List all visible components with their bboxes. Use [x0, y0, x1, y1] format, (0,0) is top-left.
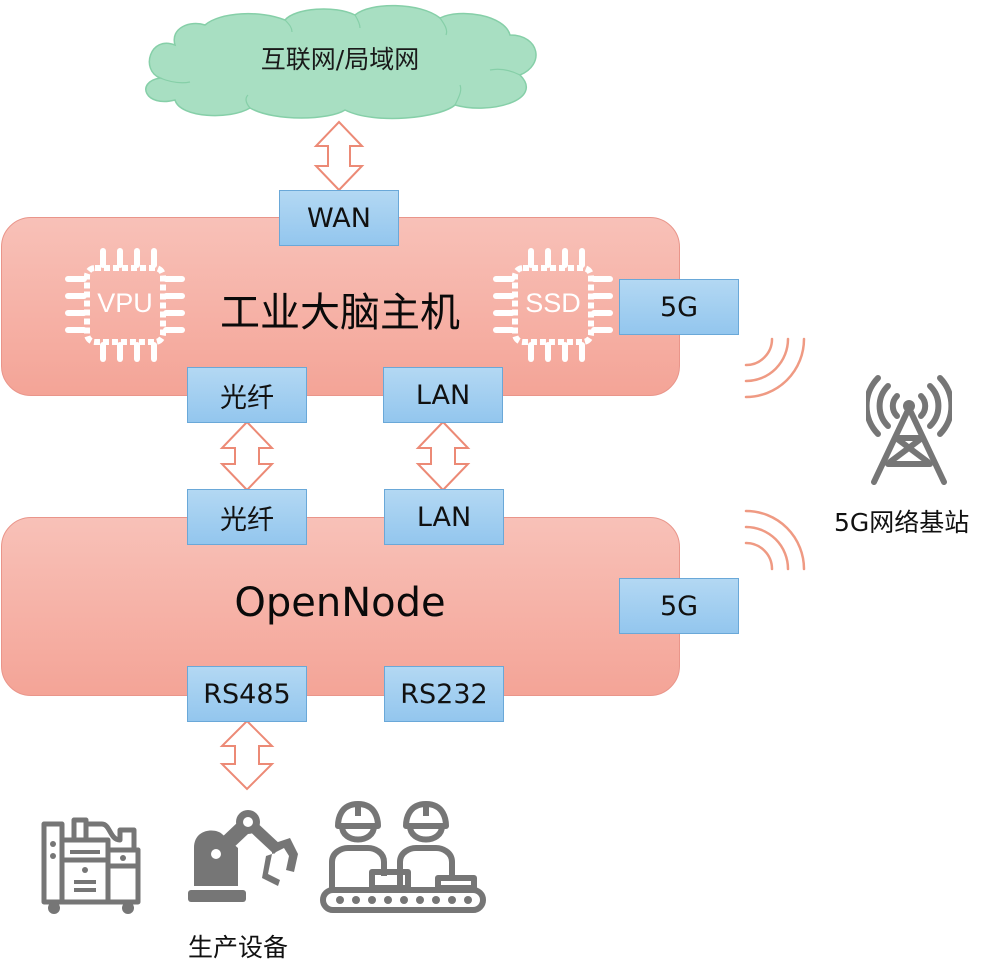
- ssd-chip-icon: [493, 248, 613, 362]
- devices-label: 生产设备: [188, 933, 289, 962]
- port-node-lan: LAN: [384, 489, 504, 545]
- port-rs485: RS485: [187, 666, 307, 722]
- base-station-label: 5G网络基站: [834, 508, 970, 537]
- ssd-chip-label: SSD: [525, 288, 581, 318]
- signal-waves-brain-icon: [744, 337, 806, 399]
- port-brain-lan: LAN: [383, 367, 503, 423]
- port-brain-fiber: 光纤: [187, 367, 307, 423]
- vpu-chip-icon: [65, 248, 185, 362]
- vpu-chip-label: VPU: [97, 288, 153, 318]
- opennode-title: OpenNode: [234, 580, 446, 626]
- arrow-cloud-wan: [313, 120, 365, 192]
- opennode-box: [1, 517, 680, 696]
- port-node-fiber: 光纤: [187, 489, 307, 545]
- cell-tower-icon: [866, 375, 952, 485]
- port-brain-5g: 5G: [619, 279, 739, 335]
- brain-host-box: [1, 217, 680, 396]
- arrow-rs485-devices: [219, 719, 275, 791]
- port-rs232: RS232: [384, 666, 504, 722]
- arrow-fiber: [219, 420, 275, 492]
- port-wan: WAN: [279, 190, 399, 246]
- brain-host-title: 工业大脑主机: [220, 290, 460, 336]
- robot-arm-icon: [188, 810, 298, 902]
- assembly-line-workers-icon: [320, 801, 486, 913]
- arrow-lan: [415, 420, 471, 492]
- cloud-label: 互联网/局域网: [260, 45, 420, 74]
- port-node-5g: 5G: [619, 578, 739, 634]
- cnc-machine-icon: [41, 817, 141, 914]
- cloud-shape: [145, 4, 537, 120]
- signal-waves-node-icon: [744, 509, 806, 571]
